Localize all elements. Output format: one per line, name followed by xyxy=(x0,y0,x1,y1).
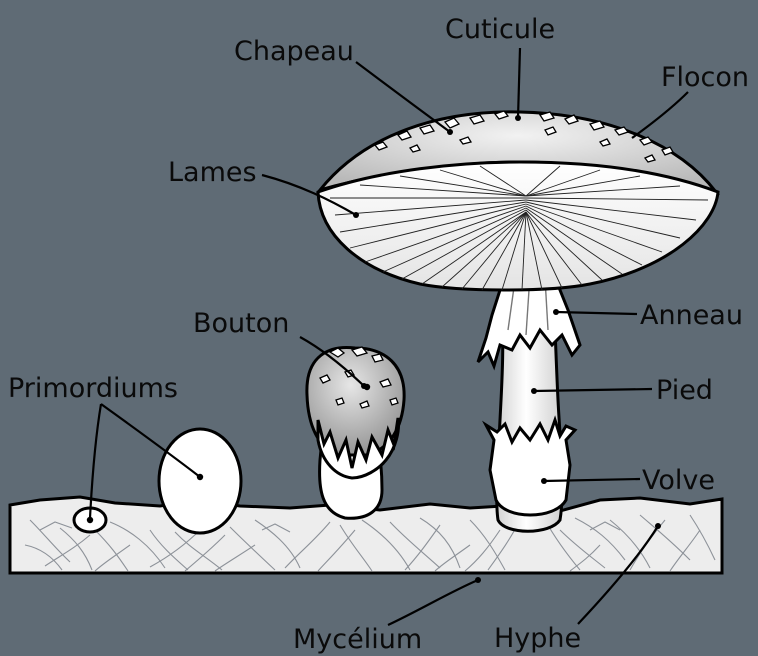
label-flocon: Flocon xyxy=(661,62,749,93)
label-primordiums: Primordiums xyxy=(8,373,178,404)
button-stage xyxy=(307,347,404,518)
label-lames: Lames xyxy=(168,157,257,188)
egg-stage xyxy=(159,429,241,533)
label-anneau: Anneau xyxy=(640,300,743,331)
label-pied: Pied xyxy=(656,375,713,406)
label-cuticule: Cuticule xyxy=(445,14,555,45)
label-mycelium: Mycélium xyxy=(293,624,422,655)
label-volve: Volve xyxy=(642,465,715,496)
label-hyphe: Hyphe xyxy=(494,623,581,654)
label-chapeau: Chapeau xyxy=(234,36,354,67)
label-bouton: Bouton xyxy=(193,308,289,339)
